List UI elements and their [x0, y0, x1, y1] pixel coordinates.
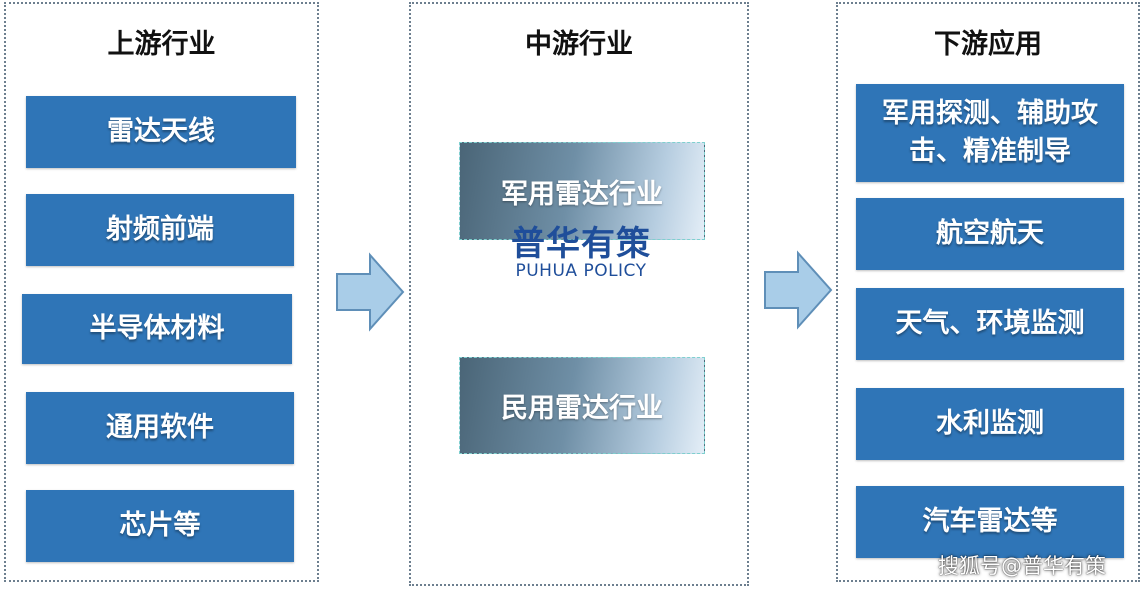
- downstream-item-weather-environment: 天气、环境监测: [856, 288, 1124, 360]
- upstream-item-general-software: 通用软件: [26, 392, 294, 464]
- upstream-item-rf-front-end: 射频前端: [26, 194, 294, 266]
- midstream-title: 中游行业: [525, 29, 633, 60]
- downstream-title: 下游应用: [934, 29, 1042, 60]
- source-credit: 搜狐号@普华有策: [938, 554, 1106, 578]
- watermark-logo-cn: 普华有策: [511, 224, 651, 264]
- downstream-item-water-monitoring: 水利监测: [856, 388, 1124, 460]
- watermark-logo-en: PUHUA POLICY: [515, 261, 647, 281]
- right-arrow-icon: [764, 250, 833, 330]
- upstream-item-radar-antenna: 雷达天线: [26, 96, 296, 168]
- upstream-title: 上游行业: [107, 29, 216, 60]
- downstream-item-automotive-radar: 汽车雷达等: [856, 486, 1124, 558]
- upstream-item-semiconductor-materials: 半导体材料: [22, 294, 292, 364]
- midstream-panel: 中游行业 军用雷达行业 民用雷达行业: [409, 2, 749, 586]
- midstream-item-civil-radar: 民用雷达行业: [459, 357, 705, 454]
- right-arrow-icon: [336, 252, 405, 332]
- downstream-item-military-detection: 军用探测、辅助攻击、精准制导: [856, 84, 1124, 182]
- downstream-panel: 下游应用 军用探测、辅助攻击、精准制导 航空航天 天气、环境监测 水利监测 汽车…: [836, 2, 1140, 582]
- upstream-panel: 上游行业 雷达天线 射频前端 半导体材料 通用软件 芯片等: [4, 2, 319, 582]
- downstream-item-aerospace: 航空航天: [856, 198, 1124, 270]
- midstream-item-military-radar: 军用雷达行业: [459, 142, 705, 240]
- upstream-item-chips: 芯片等: [26, 490, 294, 562]
